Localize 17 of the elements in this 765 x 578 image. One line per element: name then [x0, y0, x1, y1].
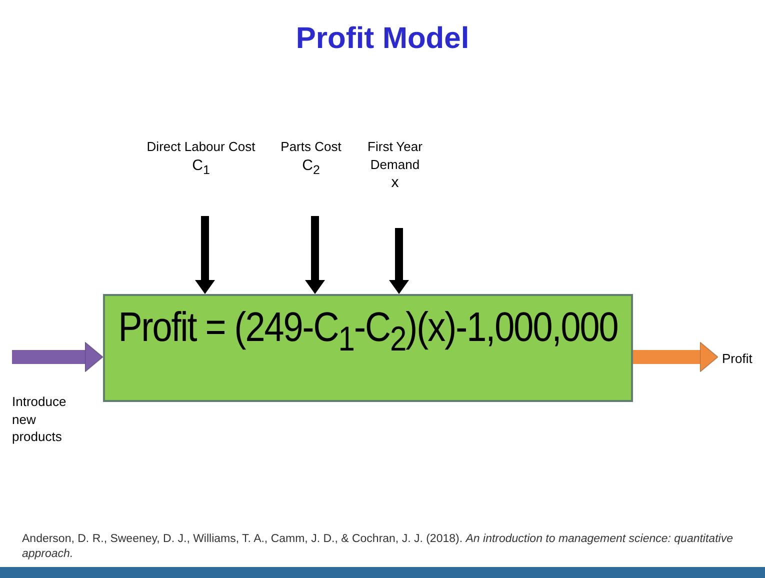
arrow: [389, 228, 409, 294]
formula: Profit = (249-C$_{1}$-C$_{2}$)(x)-1,000,000: [118, 302, 618, 361]
variable-label: C$_{1}$: [191, 156, 211, 178]
variable-label: x: [390, 173, 400, 194]
input-label: Direct Labour Cost: [146, 138, 256, 156]
output-label: Profit: [722, 350, 754, 368]
arrow: [305, 216, 325, 294]
arrow: [12, 342, 104, 372]
input-label: Parts Cost: [280, 138, 342, 156]
formula-box: [103, 294, 633, 402]
arrow: [195, 216, 215, 294]
input-label: First Year Demand: [366, 138, 424, 174]
input-label: Introduce new products: [12, 393, 68, 446]
citation: Anderson, D. R., Sweeney, D. J., Williams, T. A., Camm, J. D., & Cochran, J. J. (2018). An introduction to management science: quantitative approach.: [22, 532, 734, 562]
variable-label: C$_{2}$: [301, 156, 321, 178]
title: Profit Model: [294, 22, 470, 56]
arrow: [633, 342, 718, 372]
